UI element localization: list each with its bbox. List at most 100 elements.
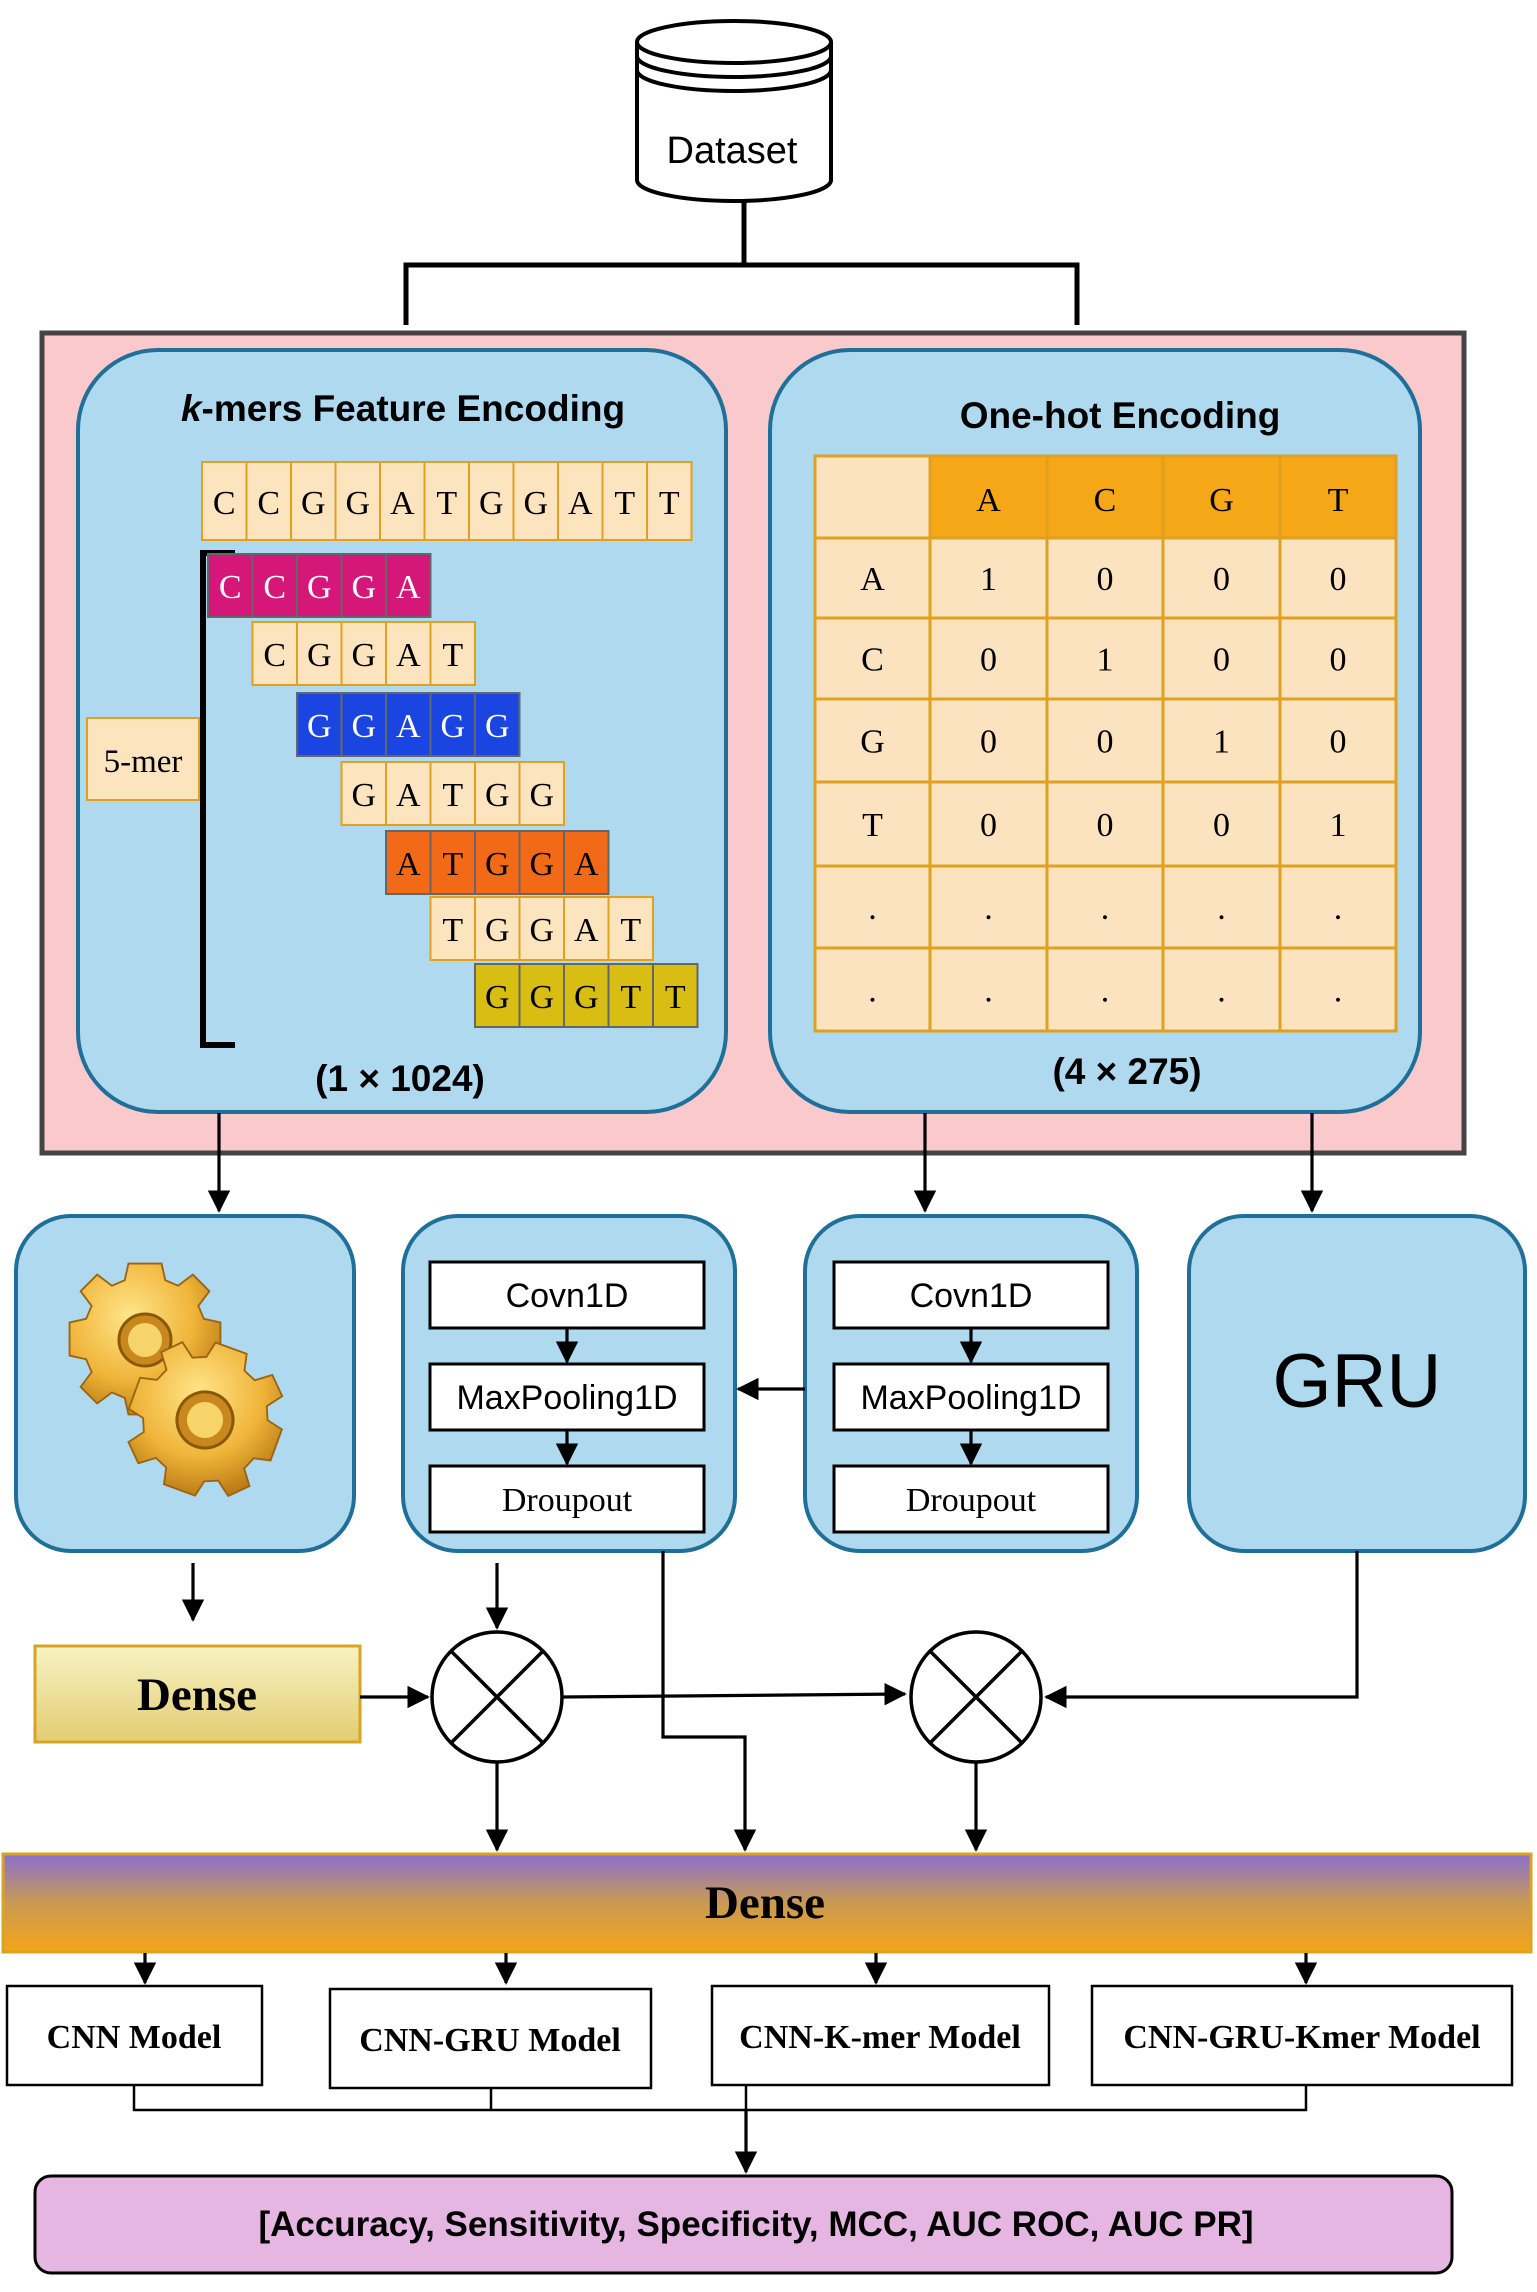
sequence-cell: G xyxy=(290,461,337,541)
onehot-cell: . xyxy=(1101,890,1110,927)
onehot-column-header: G xyxy=(1209,482,1234,519)
dataset-split-connector xyxy=(403,201,1080,325)
dense-big-label: Dense xyxy=(705,1877,825,1929)
maxpooling-layer-left: MaxPooling1D xyxy=(456,1379,677,1417)
onehot-cell: . xyxy=(1101,973,1110,1010)
dense-big-block: Dense xyxy=(1,1852,1533,1954)
onehot-row-label: A xyxy=(860,561,885,598)
kmer-letter: C xyxy=(263,569,286,606)
kmer-letter: T xyxy=(442,777,463,814)
onehot-cell: 0 xyxy=(1213,807,1230,844)
sequence-cell: C xyxy=(245,461,292,541)
kmer-letter: T xyxy=(620,979,641,1016)
encoding-to-block-arrows xyxy=(207,1113,1324,1213)
metrics-box: [Accuracy, Sensitivity, Specificity, MCC… xyxy=(33,2174,1454,2275)
onehot-row-label: . xyxy=(868,973,877,1010)
sequence-cell: T xyxy=(601,461,648,541)
onehot-cell: . xyxy=(1334,973,1343,1010)
sequence-letter: T xyxy=(659,485,680,522)
model-cnn-kmer: CNN-K-mer Model xyxy=(710,1984,1051,2087)
onehot-cell: 0 xyxy=(1330,642,1347,679)
dense-small-label: Dense xyxy=(137,1669,257,1721)
sequence-cell: G xyxy=(512,461,559,541)
onehot-cell: . xyxy=(984,973,993,1010)
kmer-title-italic: k xyxy=(181,388,204,429)
onehot-cell: 0 xyxy=(980,807,997,844)
onehot-cell: . xyxy=(984,890,993,927)
combiner-left-icon xyxy=(430,1630,564,1764)
dropout-layer-left: Droupout xyxy=(502,1482,633,1519)
kmer-letter: A xyxy=(396,777,421,814)
sequence-letter: A xyxy=(390,485,415,522)
kmer-letter: A xyxy=(574,912,599,949)
onehot-row: ..... xyxy=(813,946,1398,1033)
sequence-letter: A xyxy=(568,485,593,522)
gear-block xyxy=(14,1214,356,1553)
kmer-size-badge: 5-mer xyxy=(86,717,200,801)
onehot-cell: 1 xyxy=(980,561,997,598)
sequence-cell: G xyxy=(468,461,515,541)
kmer-letter: T xyxy=(442,637,463,674)
onehot-cell: 0 xyxy=(1097,561,1114,598)
onehot-cell: . xyxy=(1334,890,1343,927)
kmer-letter: G xyxy=(529,846,554,883)
combiner-connectors xyxy=(360,1551,1359,1852)
cnn-block-right: Covn1D MaxPooling1D Droupout xyxy=(803,1214,1139,1553)
kmer-letter: G xyxy=(351,637,376,674)
kmer-letter: G xyxy=(485,979,510,1016)
onehot-row-label: G xyxy=(860,724,885,761)
dataset-cylinder: Dataset xyxy=(635,19,833,203)
kmer-letter: T xyxy=(442,912,463,949)
kmer-letter: G xyxy=(485,912,510,949)
onehot-cell: . xyxy=(1217,973,1226,1010)
kmer-letter: G xyxy=(351,708,376,745)
kmer-dimensions: (1 × 1024) xyxy=(315,1058,485,1099)
dense-small-block: Dense xyxy=(33,1644,362,1744)
model-cnn: CNN Model xyxy=(5,1984,264,2087)
sequence-cell: A xyxy=(557,461,604,541)
sequence-letter: G xyxy=(345,485,370,522)
sequence-cell: C xyxy=(201,461,248,541)
onehot-cell: 0 xyxy=(1213,561,1230,598)
kmer-size-label: 5-mer xyxy=(104,744,183,780)
onehot-column-header: A xyxy=(976,482,1001,519)
sequence-letter: T xyxy=(436,485,457,522)
dense-to-model-arrows xyxy=(133,1953,1318,1985)
onehot-row: ..... xyxy=(813,864,1398,950)
onehot-title: One-hot Encoding xyxy=(960,395,1281,436)
gears-icon xyxy=(68,1262,284,1498)
kmer-title-rest: -mers Feature Encoding xyxy=(202,388,626,429)
kmer-letter: T xyxy=(442,846,463,883)
kmer-letter: G xyxy=(529,777,554,814)
onehot-cell: 1 xyxy=(1097,642,1114,679)
dropout-layer-right: Droupout xyxy=(906,1482,1037,1519)
kmer-letter: G xyxy=(351,777,376,814)
kmer-letter: G xyxy=(307,569,332,606)
onehot-cell: 0 xyxy=(1330,561,1347,598)
sequence-letter: G xyxy=(301,485,326,522)
onehot-cell: 0 xyxy=(1213,642,1230,679)
kmer-letter: G xyxy=(529,979,554,1016)
model-cnn-label: CNN Model xyxy=(47,2019,222,2056)
kmer-letter: G xyxy=(351,569,376,606)
kmer-letter: A xyxy=(574,846,599,883)
onehot-cell: 1 xyxy=(1330,807,1347,844)
kmer-letter: G xyxy=(485,708,510,745)
conv1d-layer-right: Covn1D xyxy=(910,1277,1033,1315)
sequence-letter: T xyxy=(614,485,635,522)
kmer-letter: G xyxy=(574,979,599,1016)
kmer-letter: A xyxy=(396,637,421,674)
onehot-column-header: C xyxy=(1094,482,1117,519)
